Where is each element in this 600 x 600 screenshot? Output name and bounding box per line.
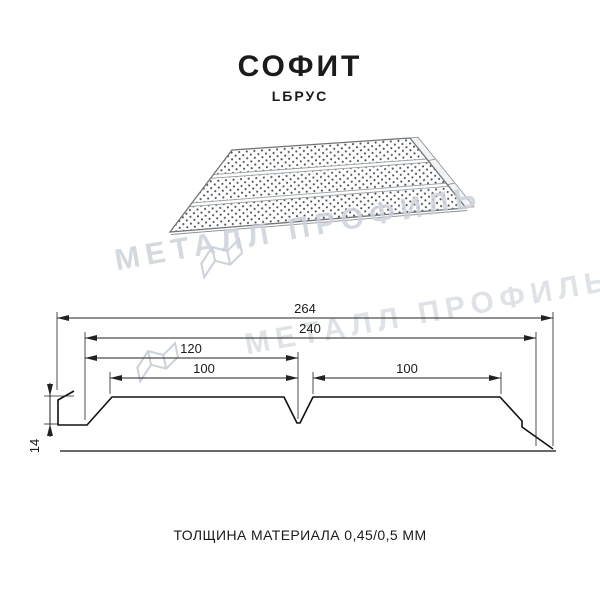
metall-profil-logo-watermark — [200, 237, 244, 280]
extension-lines — [44, 312, 554, 446]
dim-240: 240 — [85, 321, 536, 341]
material-thickness-note: ТОЛЩИНА МАТЕРИАЛА 0,45/0,5 ММ — [173, 527, 427, 543]
profile-cross-section — [57, 390, 556, 452]
dim-100-left: 100 — [110, 361, 298, 381]
dim-120: 120 — [85, 341, 298, 361]
product-subtitle: LБРУС — [271, 88, 329, 104]
perforated-strips — [170, 138, 466, 232]
dim-264-label: 264 — [294, 301, 316, 316]
dim-100-left-label: 100 — [193, 361, 215, 376]
panel-outline — [168, 137, 468, 233]
dim-120-label: 120 — [180, 341, 202, 356]
panel-groove-lines — [189, 158, 449, 208]
product-title: СОФИТ — [237, 50, 363, 83]
dim-240-label: 240 — [299, 321, 321, 336]
profile-outline — [57, 390, 554, 450]
dim-14: 14 — [27, 383, 53, 453]
dim-264: 264 — [57, 301, 553, 321]
soffit-panel-illustration — [168, 136, 475, 235]
metall-profil-logo-watermark — [136, 341, 180, 384]
dim-14-label: 14 — [27, 439, 42, 453]
dim-100-right-label: 100 — [396, 361, 418, 376]
dim-100-right: 100 — [313, 361, 501, 381]
